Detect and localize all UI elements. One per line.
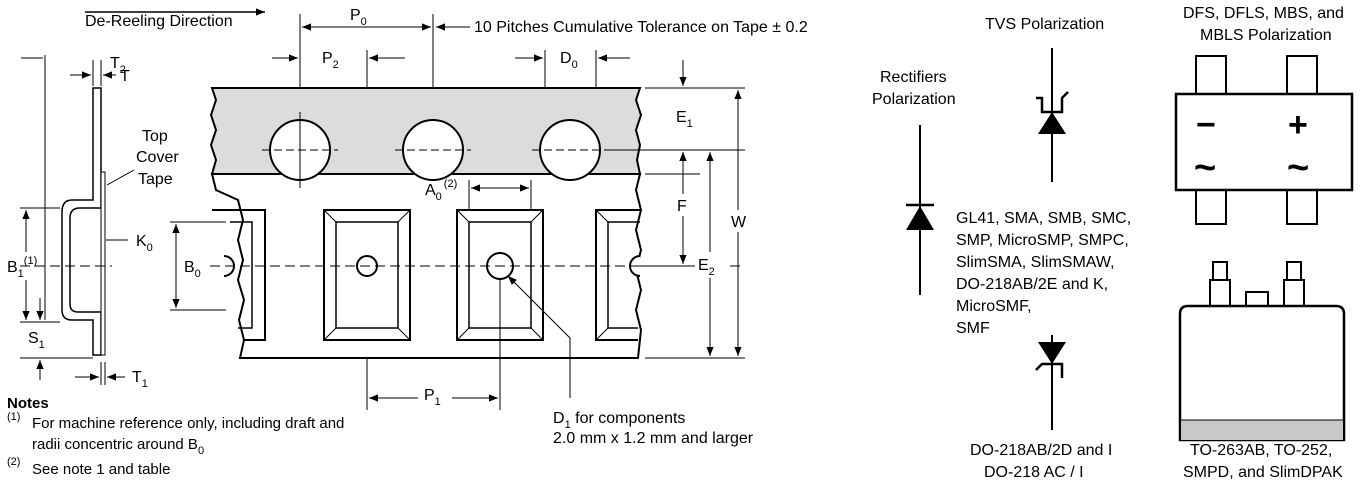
bridge-minus-sign: − bbox=[1196, 106, 1216, 144]
rectifiers-polarization-label: Rectifiers bbox=[880, 69, 947, 86]
bridge-polarization-label-2: MBLS Polarization bbox=[1200, 27, 1332, 44]
d1-label-line1: D1 for components bbox=[553, 410, 685, 431]
rectifiers-polarization-label-2: Polarization bbox=[872, 91, 956, 108]
d1-leader bbox=[507, 275, 571, 398]
note-1-mark: (1) bbox=[7, 411, 20, 423]
package-list-line-5: MicroSMF, bbox=[956, 298, 1032, 315]
note-2-line1: See note 1 and table bbox=[32, 461, 170, 478]
package-list-line-3: SlimSMA, SlimSMAW, bbox=[956, 254, 1115, 271]
bridge-plus-sign: + bbox=[1288, 106, 1308, 144]
d0-label: D0 bbox=[560, 50, 578, 71]
bridge-polarization-label: DFS, DFLS, MBS, and bbox=[1183, 5, 1344, 22]
b1-label: B1(1) bbox=[7, 255, 37, 280]
direction-label: De-Reeling Direction bbox=[85, 13, 233, 30]
cumulative-tolerance-label: 10 Pitches Cumulative Tolerance on Tape … bbox=[474, 19, 808, 36]
bridge-ac-right: ~ bbox=[1287, 147, 1309, 189]
note-2-mark: (2) bbox=[7, 456, 20, 468]
sprocket-hole bbox=[395, 119, 471, 181]
f-label: F bbox=[677, 198, 687, 215]
p0-label: P0 bbox=[350, 7, 367, 28]
bridge-ac-left: ~ bbox=[1194, 147, 1216, 189]
bridge-package bbox=[1174, 55, 1354, 225]
t2-label: T2 bbox=[110, 55, 126, 76]
tape-side-view bbox=[20, 87, 112, 356]
w-label: W bbox=[731, 214, 747, 231]
dpak-label: TO-263AB, TO-252, bbox=[1190, 442, 1332, 459]
package-list-line-2: SMP, MicroSMP, SMPC, bbox=[956, 232, 1129, 249]
t-label: T bbox=[120, 68, 130, 85]
dpak-label-2: SMPD, and SlimDPAK bbox=[1183, 464, 1343, 481]
top-cover-tape-label: Top bbox=[142, 128, 168, 145]
top-cover-tape-label-3: Tape bbox=[138, 171, 173, 188]
tvs-diode-symbol-bottom bbox=[1035, 335, 1066, 430]
dpak-package bbox=[1178, 261, 1346, 442]
s1-label: S1 bbox=[28, 330, 45, 351]
package-list-line-4: DO-218AB/2E and K, bbox=[956, 276, 1108, 293]
e1-label: E1 bbox=[676, 109, 693, 130]
package-list-line-6: SMF bbox=[956, 320, 990, 337]
tvs-diode-symbol-top bbox=[1036, 48, 1069, 182]
k0-label: K0 bbox=[136, 233, 153, 254]
rectifier-diode-symbol bbox=[906, 125, 934, 295]
sprocket-hole bbox=[262, 112, 338, 188]
e2-label: E2 bbox=[698, 257, 715, 278]
package-list-line-1: GL41, SMA, SMB, SMC, bbox=[956, 210, 1131, 227]
note-1-line2: radii concentric around B0 bbox=[32, 436, 204, 457]
notes-title: Notes bbox=[7, 395, 49, 412]
t1-label: T1 bbox=[132, 369, 148, 390]
tvs-polarization-label: TVS Polarization bbox=[985, 16, 1104, 33]
tvs-bottom-label: DO-218AB/2D and I bbox=[970, 442, 1112, 459]
p1-label: P1 bbox=[424, 387, 441, 408]
sprocket-hole bbox=[532, 119, 608, 181]
pocket bbox=[323, 209, 411, 341]
a0-label: A0(2) bbox=[425, 178, 457, 203]
top-cover-tape-label-2: Cover bbox=[136, 149, 179, 166]
d1-label-line2: 2.0 mm x 1.2 mm and larger bbox=[553, 430, 754, 447]
tvs-bottom-label-2: DO-218 AC / I bbox=[984, 464, 1084, 481]
note-1-line1: For machine reference only, including dr… bbox=[32, 415, 344, 432]
p2-label: P2 bbox=[322, 50, 339, 71]
b0-label: B0 bbox=[184, 259, 201, 280]
